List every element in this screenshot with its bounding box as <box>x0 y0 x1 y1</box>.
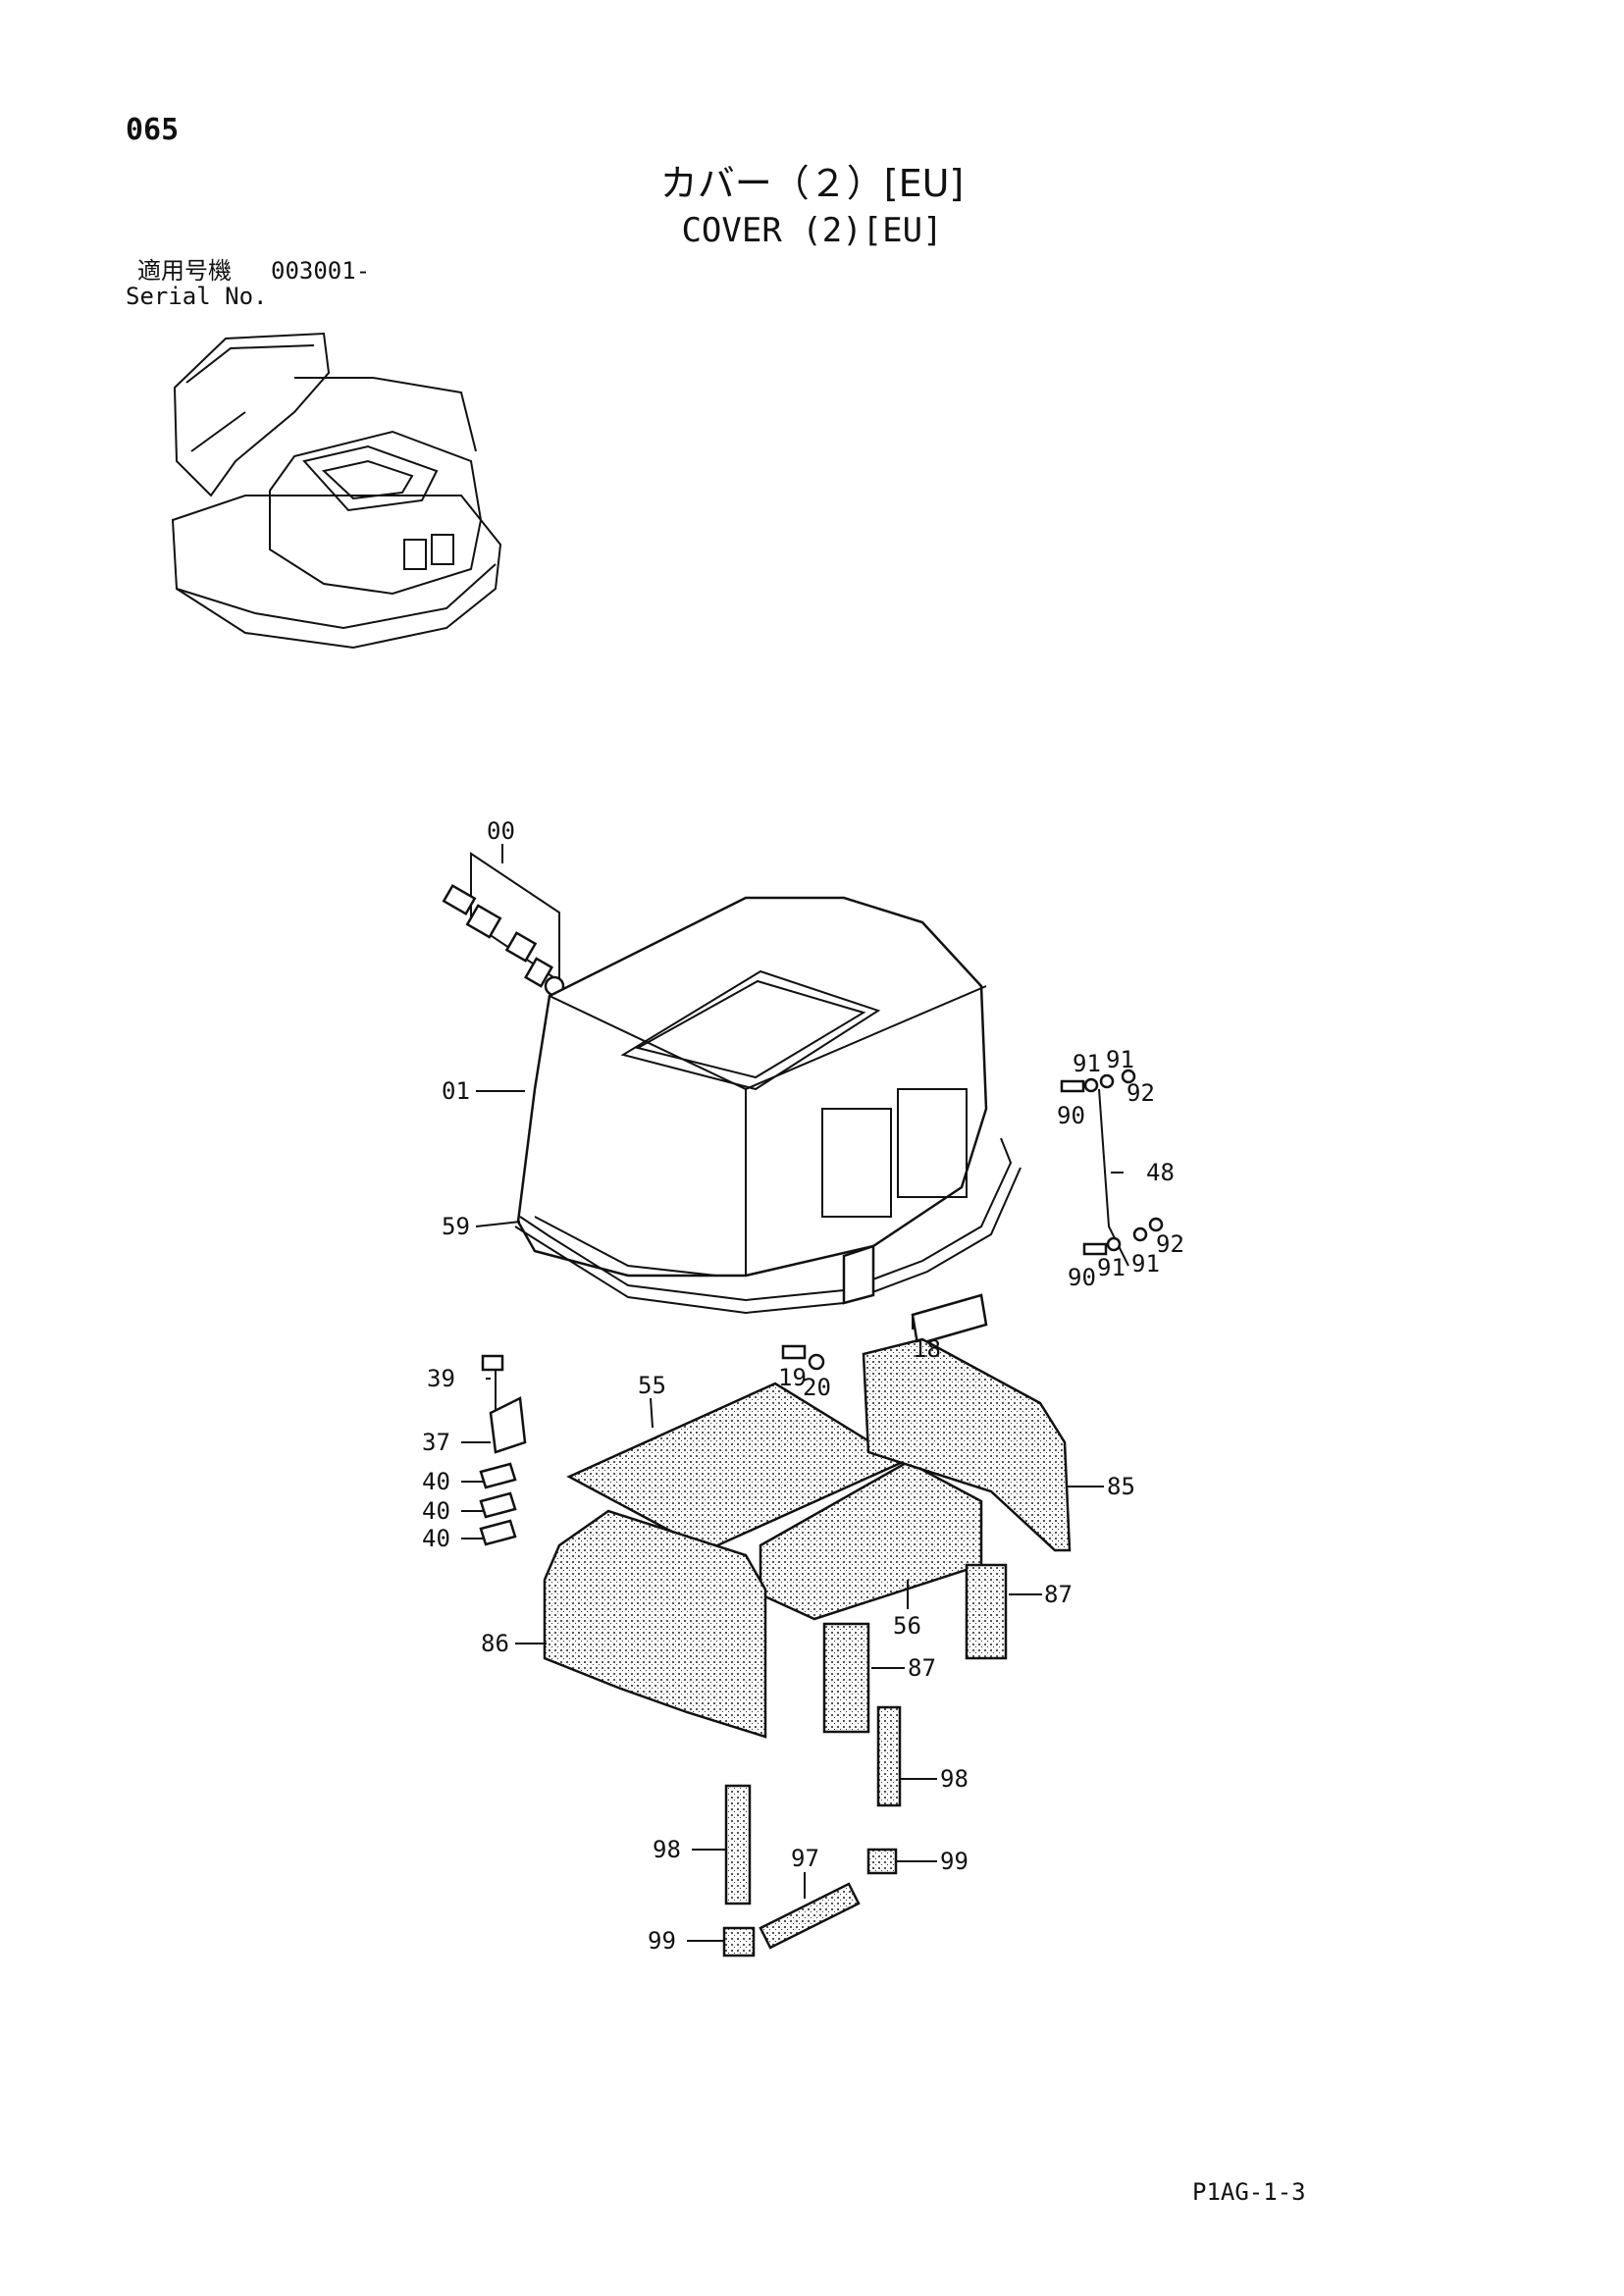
mounting-bracket-set <box>479 1354 527 1546</box>
foam-strip-98b <box>724 1784 752 1905</box>
callout-85: 85 <box>1107 1473 1135 1500</box>
callout-59: 59 <box>442 1213 470 1240</box>
callout-01: 01 <box>442 1077 470 1105</box>
page-code: P1AG-1-3 <box>1192 2178 1306 2206</box>
callout-99: 99 <box>648 1927 676 1955</box>
insulation-left-panel <box>543 1509 767 1739</box>
callout-37: 37 <box>422 1429 450 1456</box>
callout-98: 98 <box>653 1836 681 1863</box>
callout-40: 40 <box>422 1497 450 1525</box>
callout-18: 18 <box>913 1335 941 1363</box>
applicability-label-english: Serial No. <box>126 283 268 310</box>
serial-number-range: 003001- <box>271 257 371 285</box>
callout-86: 86 <box>481 1630 509 1657</box>
callout-39: 39 <box>427 1365 455 1392</box>
page-title-japanese: カバー（２）[EU] <box>659 162 965 205</box>
callout-97: 97 <box>791 1845 819 1872</box>
foam-strip-98a <box>876 1705 902 1807</box>
callout-92: 92 <box>1126 1079 1155 1107</box>
callout-92: 92 <box>1156 1230 1184 1258</box>
callout-91: 91 <box>1073 1050 1101 1077</box>
callout-55: 55 <box>638 1372 666 1399</box>
applicability-label-japanese: 適用号機 <box>137 257 232 285</box>
callout-87: 87 <box>1044 1581 1073 1608</box>
engine-cover <box>516 896 988 1278</box>
lock-hardware-assembly <box>442 852 565 997</box>
callout-98: 98 <box>940 1765 969 1793</box>
callout-91: 91 <box>1097 1254 1126 1281</box>
callout-90: 90 <box>1057 1102 1085 1129</box>
stay-rod-assembly <box>1060 1069 1164 1267</box>
callout-99: 99 <box>940 1848 969 1875</box>
insulation-block-87a <box>965 1563 1008 1660</box>
insulation-block-87b <box>822 1622 870 1734</box>
callout-56: 56 <box>893 1612 921 1640</box>
bolt-washer-pair <box>781 1344 825 1371</box>
foam-pad-99b <box>722 1926 756 1957</box>
callout-91: 91 <box>1106 1046 1134 1073</box>
foam-strip-97 <box>759 1882 861 1950</box>
callout-00: 00 <box>487 817 515 845</box>
insulation-right-panel <box>862 1337 1072 1552</box>
callout-20: 20 <box>803 1374 831 1401</box>
callout-labels: 00 01 59 91 91 92 90 48 92 91 91 90 18 1… <box>422 817 1184 1955</box>
page-number: 065 <box>126 113 180 147</box>
callout-90: 90 <box>1068 1264 1096 1291</box>
latch-plate <box>842 1244 988 1346</box>
page-title-english: COVER (2)[EU] <box>681 211 943 250</box>
callout-48: 48 <box>1146 1159 1175 1186</box>
callout-40: 40 <box>422 1468 450 1495</box>
callout-87: 87 <box>908 1654 936 1682</box>
foam-pad-99a <box>866 1848 898 1875</box>
callout-91: 91 <box>1131 1250 1160 1278</box>
leader-lines <box>461 844 1124 1942</box>
callout-40: 40 <box>422 1525 450 1552</box>
callout-19: 19 <box>778 1364 807 1391</box>
machine-location-thumbnail <box>171 332 502 650</box>
